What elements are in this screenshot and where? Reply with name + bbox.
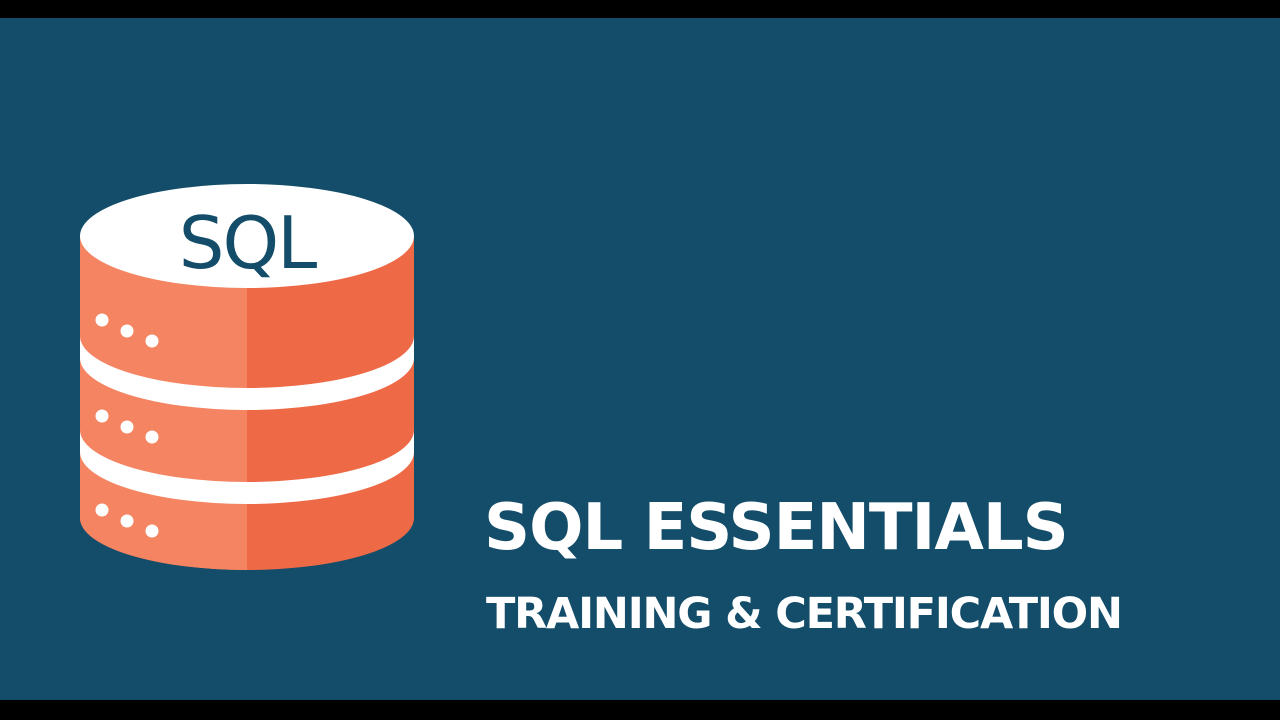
indicator-dots xyxy=(95,313,159,538)
page-subtitle: TRAINING & CERTIFICATION xyxy=(486,589,1123,639)
page-title: SQL ESSENTIALS xyxy=(484,491,1069,565)
database-icon: SQL xyxy=(80,184,414,570)
banner: SQL SQL ESSENTIALS TRAINING & CERTIFICAT… xyxy=(0,18,1280,700)
logo-label: SQL xyxy=(179,201,317,285)
